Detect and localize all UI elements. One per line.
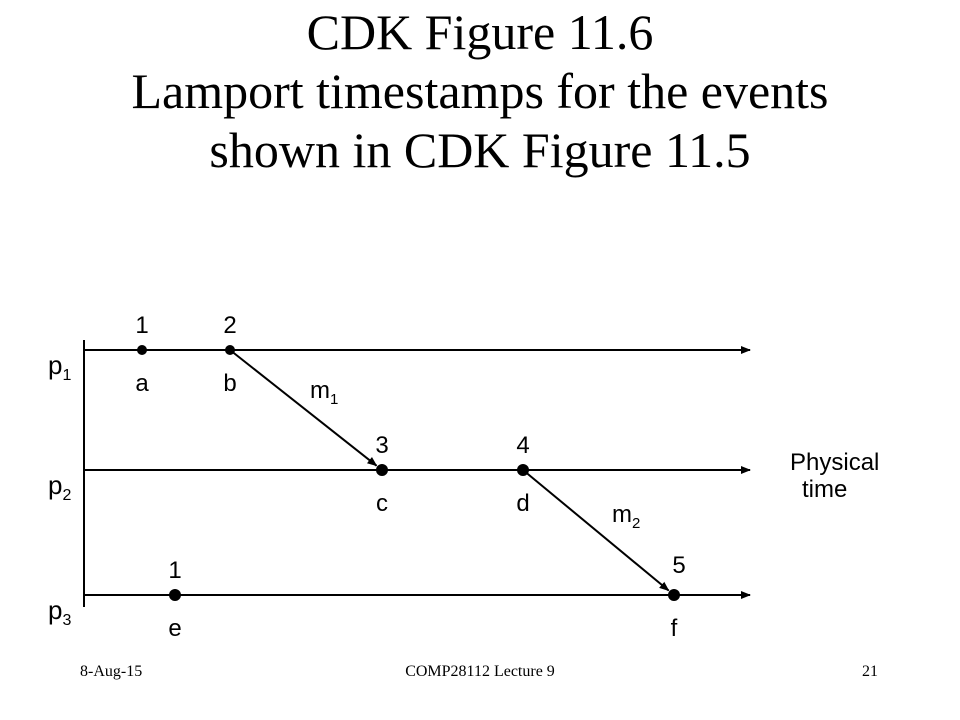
- event-label-b: b: [223, 370, 236, 397]
- event-label-f: f: [671, 615, 678, 642]
- message-arrow-m2: [522, 469, 670, 592]
- process-timelines: [84, 346, 751, 599]
- events: 1 a 2 b 3 c 4 d 1 e 5 f: [135, 312, 685, 642]
- event-label-c: c: [376, 490, 388, 517]
- process-label-p2: p2: [48, 470, 71, 504]
- event-dot-a: [137, 345, 147, 355]
- event-timestamp-a: 1: [135, 312, 148, 339]
- event-label-d: d: [516, 490, 529, 517]
- message-arrow-m1: [229, 349, 378, 467]
- messages: m1 m2: [229, 349, 670, 592]
- event-timestamp-b: 2: [223, 312, 236, 339]
- event-timestamp-e: 1: [168, 557, 181, 584]
- process-label-p1: p1: [48, 350, 71, 384]
- footer-page: 21: [862, 663, 878, 680]
- event-label-e: e: [168, 615, 181, 642]
- event-dot-d: [517, 464, 529, 476]
- event-timestamp-c: 3: [375, 432, 388, 459]
- process-labels: p1 p2 p3: [48, 350, 71, 629]
- message-label-m1: m1: [310, 377, 338, 408]
- event-dot-f: [668, 589, 680, 601]
- axis-label-line1: Physical: [790, 449, 879, 476]
- event-timestamp-d: 4: [516, 432, 529, 459]
- process-label-p3: p3: [48, 595, 71, 629]
- event-dot-c: [376, 464, 388, 476]
- title-line-3: shown in CDK Figure 11.5: [209, 122, 751, 178]
- event-dot-e: [169, 589, 181, 601]
- slide-title: CDK Figure 11.6 Lamport timestamps for t…: [0, 0, 960, 180]
- axis-label-line2: time: [802, 476, 847, 503]
- event-dot-b: [225, 345, 235, 355]
- footer-date: 8-Aug-15: [80, 663, 143, 680]
- footer-course: COMP28112 Lecture 9: [405, 663, 555, 680]
- title-line-1: CDK Figure 11.6: [306, 4, 654, 60]
- message-label-m2: m2: [612, 501, 640, 532]
- title-line-2: Lamport timestamps for the events: [131, 63, 829, 119]
- event-label-a: a: [135, 370, 149, 397]
- event-timestamp-f: 5: [672, 552, 685, 579]
